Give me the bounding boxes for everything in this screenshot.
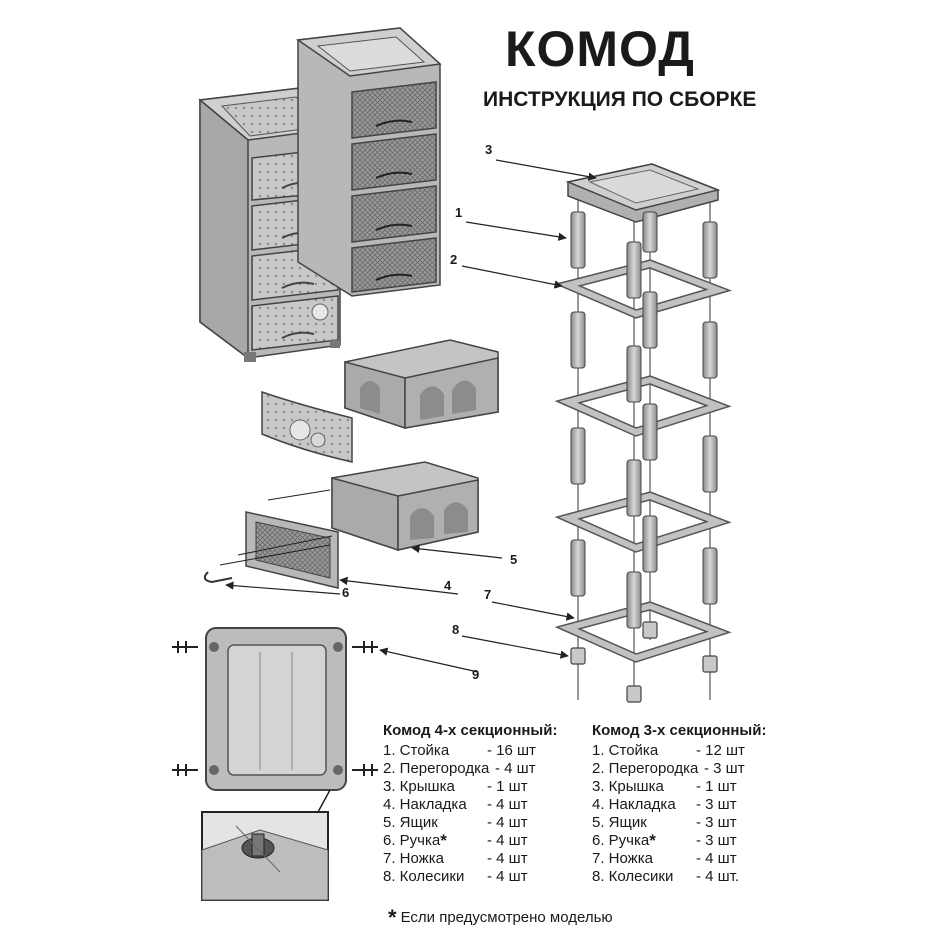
lid-part [565,163,721,223]
list-item: 2. Перегородка- 3 шт [592,760,745,777]
callout-front-panel: 4 [444,578,452,593]
chest-mesh-drawer-1 [351,81,437,139]
chest-mesh-drawer-4 [351,237,437,293]
list-item: 3. Крышка- 1 шт [592,778,737,795]
asterisk-icon: * [388,905,397,930]
partition-frame-4 [554,601,732,663]
callout-lid: 3 [485,142,493,157]
asterisk-icon: * [649,831,656,850]
parts-list-3-heading: Комод 3-х секционный: [592,722,767,739]
parts-list-3-section: Комод 3-х секционный: 1. Стойка- 12 шт 2… [592,722,792,886]
callout-drawer: 5 [510,552,518,567]
list-item: 5. Ящик- 4 шт [383,814,528,831]
list-item: 8. Колесики- 4 шт. [592,868,740,885]
parts-list-4-heading: Комод 4-х секционный: [383,722,558,739]
callout-wheels: 8 [452,622,460,637]
leader-lines [225,159,597,673]
partition-frame-3 [554,491,732,553]
chest-4-section-mesh [295,27,442,297]
drawer-guide-lines [219,489,333,566]
list-item: 8. Колесики- 4 шт [383,868,528,885]
posts [570,211,718,629]
page-subtitle: ИНСТРУКЦИЯ ПО СБОРКЕ [483,88,757,111]
list-item: 4. Накладка- 4 шт [383,796,528,813]
list-item: 4. Накладка- 3 шт [592,796,737,813]
chest-4-drawer-4 [251,295,339,351]
list-item: 6. Ручка*- 4 шт [383,831,528,850]
callout-partition: 2 [450,252,458,267]
list-item: 2. Перегородка- 4 шт [383,760,536,777]
wheel-detail-inset [201,811,329,901]
list-item: 5. Ящик- 3 шт [592,814,737,831]
exploded-frame-tower [554,163,733,703]
page-title: КОМОД [505,21,695,77]
callout-handle: 6 [342,585,350,600]
chest-mesh-drawer-2 [351,133,437,191]
callout-post: 1 [455,205,463,220]
list-item: 6. Ручка*- 3 шт [592,831,737,850]
drawer-floral-exploded [261,339,499,463]
wheel-markers [172,641,378,776]
footnote-text: Если предусмотрено моделью [400,909,613,926]
callout-leg: 7 [484,587,492,602]
list-item: 1. Стойка- 12 шт [592,742,745,759]
parts-list-4-section: Комод 4-х секционный: 1. Стойка- 16 шт 2… [383,722,583,886]
feet [570,621,718,703]
bottom-view [172,627,378,901]
asterisk-icon: * [440,831,447,850]
callout-bottom-wheel: 9 [472,667,480,682]
partition-frame-1 [554,259,733,319]
list-item: 3. Крышка- 1 шт [383,778,528,795]
footnote: *Если предусмотрено моделью [388,905,613,931]
list-item: 1. Стойка- 16 шт [383,742,536,759]
chest-mesh-drawer-3 [351,185,437,243]
list-item: 7. Ножка- 4 шт [592,850,737,867]
partition-frame-2 [554,375,732,437]
list-item: 7. Ножка- 4 шт [383,850,528,867]
drawer-mesh-exploded [203,461,479,589]
